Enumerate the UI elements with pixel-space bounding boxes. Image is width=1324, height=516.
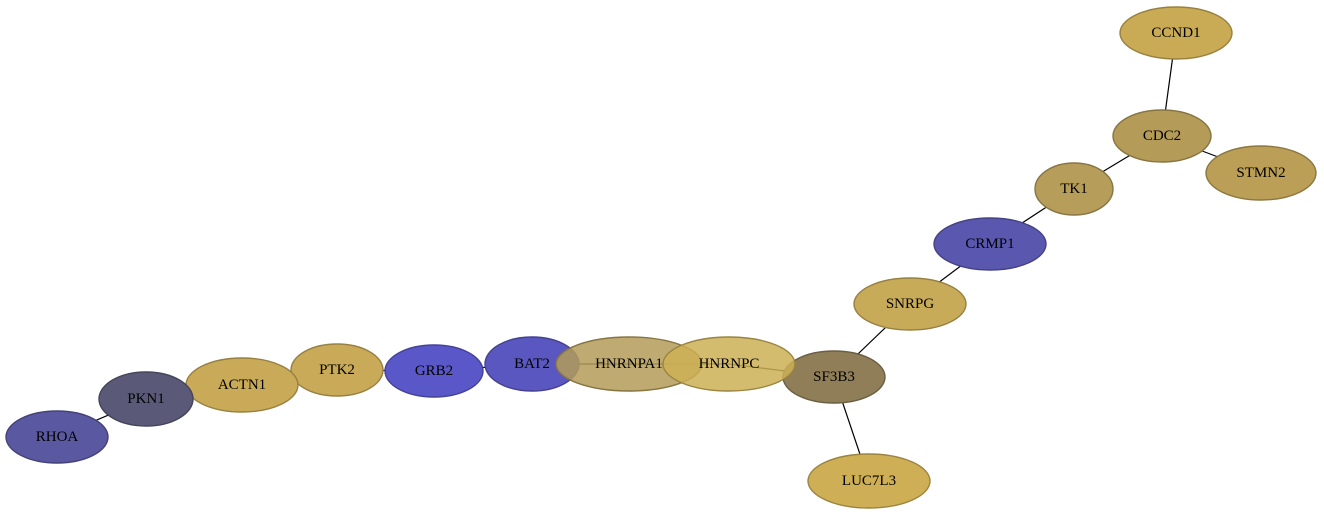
node-rhoa[interactable]: RHOA (5, 410, 109, 464)
node-shape-crmp1 (933, 217, 1047, 271)
node-label-pkn1: PKN1 (127, 391, 165, 407)
node-cdc2[interactable]: CDC2 (1112, 109, 1212, 163)
node-shape-rhoa (5, 410, 109, 464)
node-hnrnpa1[interactable]: HNRNPA1 (555, 336, 703, 392)
node-shape-cdc2 (1112, 109, 1212, 163)
node-label-crmp1: CRMP1 (965, 236, 1014, 252)
node-label-luc7l3: LUC7L3 (842, 473, 896, 489)
node-ptk2[interactable]: PTK2 (290, 343, 384, 397)
edges-layer (56, 32, 1262, 482)
node-label-hnrnpa1: HNRNPA1 (595, 356, 663, 372)
node-snrpg[interactable]: SNRPG (853, 277, 967, 331)
node-shape-stmn2 (1205, 145, 1317, 201)
node-shape-pkn1 (98, 371, 194, 427)
node-actn1[interactable]: ACTN1 (185, 357, 299, 413)
node-label-ptk2: PTK2 (319, 362, 355, 378)
node-grb2[interactable]: GRB2 (384, 344, 484, 398)
node-label-cdc2: CDC2 (1143, 128, 1181, 144)
node-label-rhoa: RHOA (36, 429, 79, 445)
node-pkn1[interactable]: PKN1 (98, 371, 194, 427)
node-label-actn1: ACTN1 (218, 377, 266, 393)
node-label-sf3b3: SF3B3 (813, 369, 855, 385)
node-shape-grb2 (384, 344, 484, 398)
node-shape-luc7l3 (807, 453, 931, 509)
node-sf3b3[interactable]: SF3B3 (782, 350, 886, 404)
node-hnrnpc[interactable]: HNRNPC (662, 336, 796, 392)
node-shape-hnrnpc (662, 336, 796, 392)
node-luc7l3[interactable]: LUC7L3 (807, 453, 931, 509)
node-stmn2[interactable]: STMN2 (1205, 145, 1317, 201)
node-label-snrpg: SNRPG (886, 296, 935, 312)
node-tk1[interactable]: TK1 (1034, 162, 1114, 216)
node-label-grb2: GRB2 (415, 363, 453, 379)
node-label-tk1: TK1 (1060, 181, 1088, 197)
node-label-bat2: BAT2 (514, 356, 550, 372)
node-ccnd1[interactable]: CCND1 (1119, 6, 1233, 60)
node-shape-ptk2 (290, 343, 384, 397)
node-shape-tk1 (1034, 162, 1114, 216)
node-shape-snrpg (853, 277, 967, 331)
node-shape-ccnd1 (1119, 6, 1233, 60)
node-label-stmn2: STMN2 (1236, 165, 1285, 181)
node-label-ccnd1: CCND1 (1151, 25, 1200, 41)
node-label-hnrnpc: HNRNPC (699, 356, 760, 372)
node-crmp1[interactable]: CRMP1 (933, 217, 1047, 271)
